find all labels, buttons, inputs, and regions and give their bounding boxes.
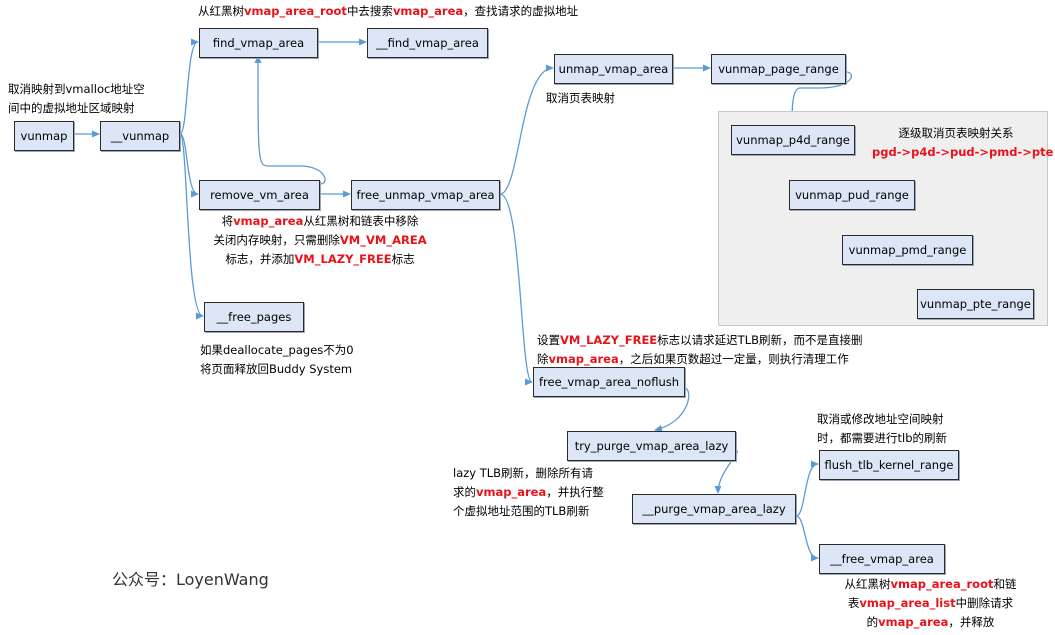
note-vunmap: 取消映射到vmalloc地址空 间中的虚拟地址区域映射: [8, 82, 145, 115]
node-flush-tlb-kernel-range[interactable]: flush_tlb_kernel_range: [819, 450, 959, 480]
node-__free-pages[interactable]: __free_pages: [204, 302, 304, 332]
edge-__vunmap-to-free-pages: [179, 133, 204, 320]
node-try-purge-vmap-area-lazy[interactable]: try_purge_vmap_area_lazy: [567, 431, 736, 461]
node-find-vmap-area[interactable]: find_vmap_area: [199, 28, 318, 58]
note-unmap-vmap-area: 取消页表映射: [546, 91, 615, 105]
node-vunmap-pud-range[interactable]: vunmap_pud_range: [789, 180, 915, 210]
wechat-account-watermark: 公众号：LoyenWang: [112, 570, 269, 589]
note-free-vmap-area: 从红黑树vmap_area_root和链 表vmap_area_list中删除请…: [844, 577, 1017, 629]
edge-page-range-to-p4d: [788, 71, 852, 125]
note-free-pages: 如果deallocate_pages不为0 将页面释放回Buddy System: [200, 343, 354, 376]
node-__purge-vmap-area-lazy[interactable]: __purge_vmap_area_lazy: [632, 494, 796, 524]
note-lazy-free-flag: 设置VM_LAZY_FREE标志以请求延迟TLB刷新，而不是直接删 除vmap_…: [537, 333, 863, 366]
edge-__vunmap-to-remove: [179, 133, 199, 198]
edge-remove-to-find: [254, 55, 326, 185]
edge-purge-lazy-to-flush: [795, 460, 819, 517]
node-vunmap-p4d-range[interactable]: vunmap_p4d_range: [731, 125, 855, 155]
node-remove-vm-area[interactable]: remove_vm_area: [199, 180, 320, 210]
note-remove-vm-area: 将vmap_area从红黑树和链表中移除 关闭内存映射，只需删除VM_VM_AR…: [213, 214, 427, 266]
note-page-table-levels: 逐级取消页表映射关系 pgd->p4d->pud->pmd->pte: [872, 126, 1054, 159]
note-find-vmap-area: 从红黑树vmap_area_root中去搜索vmap_area，查找请求的虚拟地…: [198, 4, 579, 18]
node-vunmap[interactable]: vunmap: [14, 121, 74, 151]
edge-noflush-to-try-purge: [654, 387, 690, 432]
node-__vunmap[interactable]: __vunmap: [100, 121, 180, 151]
edge-try-purge-to-purge-lazy: [714, 449, 738, 494]
node-free-vmap-area-noflush[interactable]: free_vmap_area_noflush: [533, 367, 685, 397]
node-vunmap-pte-range[interactable]: vunmap_pte_range: [917, 289, 1034, 319]
node-vunmap-pmd-range[interactable]: vunmap_pmd_range: [842, 235, 973, 265]
node-__find-vmap-area[interactable]: __find_vmap_area: [367, 28, 488, 58]
node-free-unmap-vmap-area[interactable]: free_unmap_vmap_area: [351, 180, 500, 210]
node-__free-vmap-area[interactable]: __free_vmap_area: [819, 544, 945, 574]
node-unmap-vmap-area[interactable]: unmap_vmap_area: [554, 54, 673, 84]
edge-free-unmap-to-unmap: [499, 64, 554, 195]
node-vunmap-page-range[interactable]: vunmap_page_range: [711, 54, 846, 84]
note-lazy-tlb-flush: lazy TLB刷新，删除所有请 求的vmap_area，并执行整 个虚拟地址范…: [453, 466, 604, 518]
edge-purge-lazy-to-free-vmap: [795, 515, 819, 562]
edge-free-unmap-to-noflush: [499, 193, 533, 386]
note-flush-tlb: 取消或修改地址空间映射 时，都需要进行tlb的刷新: [817, 412, 948, 445]
edge-__vunmap-to-find: [179, 38, 199, 135]
